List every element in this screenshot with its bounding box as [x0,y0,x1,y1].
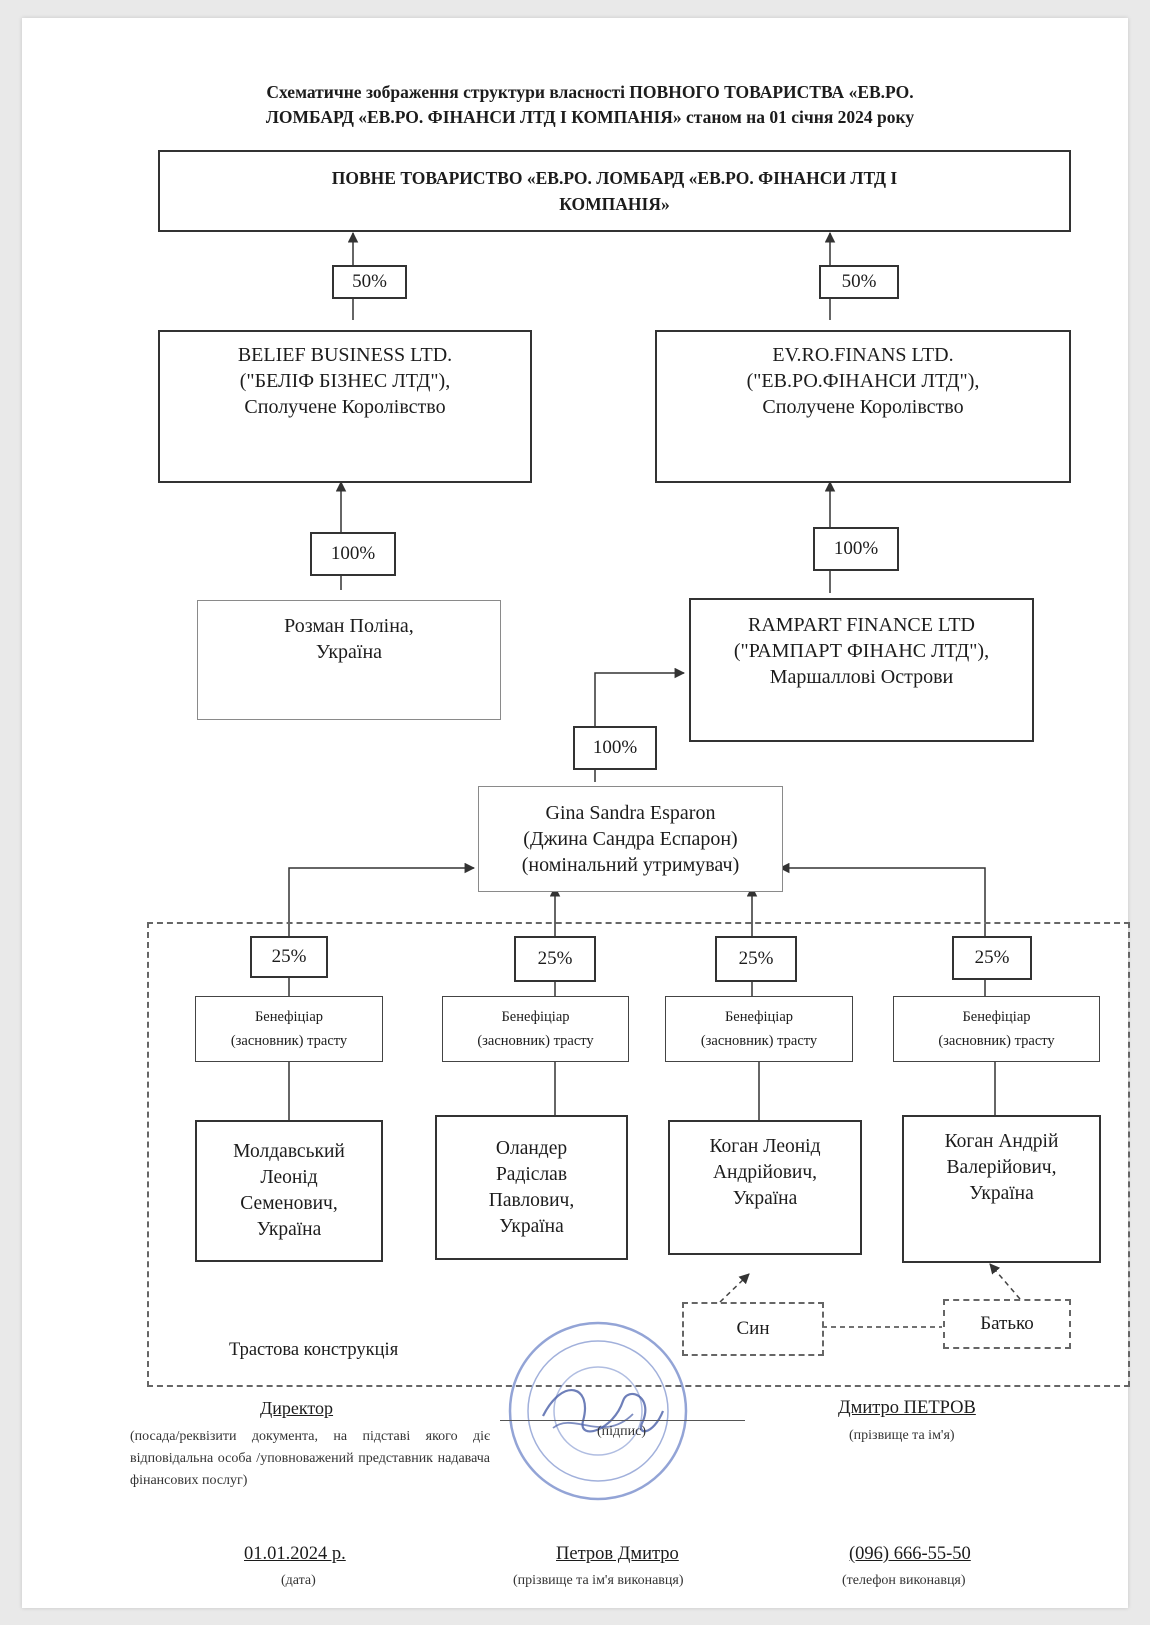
ben2-person-box: Оландер Радіслав Павлович, Україна [435,1115,628,1260]
ben2-name-line-4: Україна [499,1215,564,1237]
ben1-name-line-4: Україна [256,1219,322,1240]
executor-phone: (096) 666-55-50 [849,1544,971,1564]
ben1-person-box: Молдавський Леонід Семенович, Україна [195,1120,383,1262]
top-entity-line-1: ПОВНЕ ТОВАРИСТВО «ЕВ.РО. ЛОМБАРД «ЕВ.РО.… [331,168,898,188]
evro-share-badge: 50% [819,265,899,299]
evro-name-en: EV.RO.FINANS LTD. [772,344,954,366]
ben2-share-badge: 25% [514,936,596,982]
ben4-name-line-2: Валерійович, [946,1157,1057,1178]
executor-name: Петров Дмитро [556,1544,679,1564]
ben3-role-line-1: Бенефіціар [724,1009,794,1025]
ben1-role-line-1: Бенефіціар [254,1009,324,1025]
ben2-role-line-2: (засновник) трасту [477,1033,594,1049]
ben4-name-line-3: Україна [969,1183,1034,1204]
rozman-share-value: 100% [330,543,376,564]
ben2-name-line-1: Оландер [495,1137,568,1159]
gina-name-ua: (Джина Сандра Еспарон) [523,828,738,850]
ben4-name-line-1: Коган Андрій [944,1131,1059,1152]
belief-country: Сполучене Королівство [244,396,446,418]
evro-country: Сполучене Королівство [762,396,964,418]
ben1-share-value: 25% [271,946,307,967]
ben3-share-badge: 25% [715,936,797,982]
rampart-country: Маршаллові Острови [769,666,954,688]
executor-caption: (прізвище та ім'я виконавця) [513,1573,684,1588]
rampart-share-value: 100% [833,538,879,559]
belief-share-value: 50% [352,271,387,292]
title-line-1: Схематичне зображення структури власност… [266,82,914,102]
phone-caption: (телефон виконавця) [842,1573,966,1588]
diagram-title: Схематичне зображення структури власност… [150,80,1030,130]
rozman-share-badge: 100% [310,532,396,576]
ben1-share-badge: 25% [250,936,328,978]
rozman-name: Розман Поліна, [284,615,414,637]
top-entity-box: ПОВНЕ ТОВАРИСТВО «ЕВ.РО. ЛОМБАРД «ЕВ.РО.… [158,150,1071,232]
ben1-name-line-3: Семенович, [240,1193,338,1214]
ben4-role-box: Бенефіціар (засновник) трасту [893,996,1100,1062]
gina-esparon-box: Gina Sandra Esparon (Джина Сандра Еспаро… [478,786,783,892]
ben4-person-box: Коган Андрій Валерійович, Україна [902,1115,1101,1263]
ben1-name-line-1: Молдавський [233,1141,345,1162]
rozman-country: Україна [315,641,383,663]
trust-structure-area [147,922,1130,1387]
title-line-2: ЛОМБАРД «ЕВ.РО. ФІНАНСИ ЛТД І КОМПАНІЯ» … [265,107,915,127]
top-entity-line-2: КОМПАНІЯ» [559,194,670,214]
son-relation-box: Син [682,1302,824,1356]
arrow-father-to-kogan-a [989,1263,1021,1300]
ben3-name-line-2: Андрійович, [712,1162,818,1183]
ben1-role-box: Бенефіціар (засновник) трасту [195,996,383,1062]
rampart-name-en: RAMPART FINANCE LTD [747,614,975,636]
ben2-share-value: 25% [537,948,573,969]
document-date: 01.01.2024 р. [244,1544,346,1564]
ben4-role-line-2: (засновник) трасту [938,1033,1055,1049]
belief-name-en: BELIEF BUSINESS LTD. [237,344,453,366]
ben3-role-line-2: (засновник) трасту [700,1033,818,1049]
ben3-role-box: Бенефіціар (засновник) трасту [665,996,853,1062]
signature-line [500,1420,745,1421]
belief-name-ua: ("БЕЛІФ БІЗНЕС ЛТД"), [239,370,451,392]
company-stamp [508,1321,688,1501]
director-position: Директор [260,1398,334,1418]
ben3-share-value: 25% [738,948,774,969]
ben4-share-badge: 25% [952,936,1032,980]
gina-share-badge: 100% [573,726,657,770]
ben2-name-line-3: Павлович, [488,1189,575,1211]
father-relation-box: Батько [943,1299,1071,1349]
position-caption: (посада/реквізити документа, на підставі… [130,1429,490,1488]
evro-finans-box: EV.RO.FINANS LTD. ("ЕВ.РО.ФІНАНСИ ЛТД"),… [655,330,1071,483]
name-caption: (прізвище та ім'я) [849,1428,955,1443]
father-label: Батько [980,1313,1034,1334]
arrow-son-to-kogan-l [719,1273,750,1303]
director-name: Дмитро ПЕТРОВ [838,1398,976,1418]
ben3-person-box: Коган Леонід Андрійович, Україна [668,1120,862,1255]
ben4-role-line-1: Бенефіціар [962,1009,1031,1025]
ben4-share-value: 25% [974,947,1010,968]
son-label: Син [736,1318,770,1339]
belief-business-box: BELIEF BUSINESS LTD. ("БЕЛІФ БІЗНЕС ЛТД"… [158,330,532,483]
rampart-finance-box: RAMPART FINANCE LTD ("РАМПАРТ ФІНАНС ЛТД… [689,598,1034,742]
gina-share-value: 100% [592,737,638,758]
date-caption: (дата) [281,1573,316,1588]
rozman-polina-box: Розман Поліна, Україна [197,600,501,720]
gina-name-en: Gina Sandra Esparon [545,802,716,824]
ben3-name-line-1: Коган Леонід [709,1136,821,1157]
rampart-name-ua: ("РАМПАРТ ФІНАНС ЛТД"), [733,640,990,662]
ben1-role-line-2: (засновник) трасту [230,1033,348,1049]
ben2-role-line-1: Бенефіціар [501,1009,570,1025]
evro-share-value: 50% [841,271,877,292]
signature-caption: (підпис) [597,1424,647,1439]
ben3-name-line-3: Україна [732,1188,798,1209]
ben2-role-box: Бенефіціар (засновник) трасту [442,996,629,1062]
trust-structure-label: Трастова конструкція [229,1340,399,1360]
gina-role: (номінальний утримувач) [521,854,740,876]
ben1-name-line-2: Леонід [260,1167,318,1188]
belief-share-badge: 50% [332,265,407,299]
rampart-share-badge: 100% [813,527,899,571]
ben2-name-line-2: Радіслав [495,1163,568,1185]
evro-name-ua: ("ЕВ.РО.ФІНАНСИ ЛТД"), [746,370,980,392]
